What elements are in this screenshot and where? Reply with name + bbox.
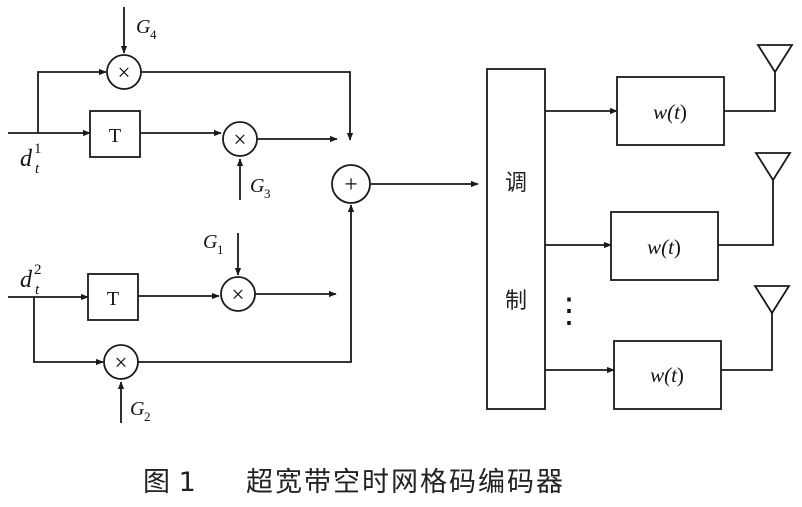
input-d1-lines: [8, 68, 107, 137]
modulator-char-2: 制: [505, 289, 527, 314]
multiply-symbol-g3: ×: [234, 127, 247, 152]
g2-to-adder-bus: [138, 204, 355, 363]
pulse-block-3: w(t): [613, 340, 722, 410]
d2-superscript: 2: [34, 262, 42, 278]
g4-base: G: [136, 16, 151, 38]
ellipsis-dots: ⋮: [552, 293, 586, 330]
g3-base: G: [250, 175, 265, 197]
d2-base: d: [20, 267, 33, 293]
figure-number: 图 1: [143, 467, 196, 498]
multiply-symbol-g2: ×: [115, 350, 128, 375]
pulse-label-3: w(t): [650, 363, 684, 387]
input-label-d1: d 1 t: [20, 141, 42, 177]
multiplier-g2: ×: [103, 344, 139, 380]
pulse-block-1: w(t): [616, 76, 725, 146]
modulator-block: 调 制: [486, 68, 546, 410]
antenna-icon: [718, 152, 792, 246]
input-d2-lines: [8, 293, 104, 366]
modulator-char-1: 调: [505, 171, 527, 196]
gain-label-g1: G 1: [203, 231, 224, 257]
multiplier-g1: ×: [220, 276, 256, 312]
g4-subscript: 4: [150, 27, 157, 42]
multiply-symbol-g1: ×: [232, 282, 245, 307]
g1-subscript: 1: [217, 242, 224, 257]
delay-label-upper: T: [109, 125, 121, 147]
delay-block-upper: T: [89, 110, 141, 158]
pulse-label-2: w(t): [647, 235, 681, 259]
delay-label-lower: T: [107, 288, 119, 310]
antenna-icon: [721, 285, 791, 371]
d1-base: d: [20, 146, 33, 172]
gain-label-g4: G 4: [136, 16, 157, 42]
gain-label-g2: G 2: [130, 398, 151, 424]
gain-label-g3: G 3: [250, 175, 271, 201]
adder: +: [331, 164, 371, 204]
pulse-block-2: w(t): [610, 211, 719, 281]
g4-to-adder-line: [141, 71, 354, 141]
figure-title: 超宽带空时网格码编码器: [246, 467, 565, 498]
g1-base: G: [203, 231, 218, 253]
input-label-d2: d 2 t: [20, 262, 42, 298]
multiply-symbol-g4: ×: [118, 60, 131, 85]
d2-subscript: t: [35, 282, 40, 298]
d1-subscript: t: [35, 161, 40, 177]
antenna-icon: [724, 44, 794, 112]
g2-subscript: 2: [144, 409, 151, 424]
pulse-label-1: w(t): [653, 100, 687, 124]
g3-subscript: 3: [264, 186, 271, 201]
figure-caption: 图 1 超宽带空时网格码编码器: [143, 467, 565, 498]
multiplier-g3: ×: [222, 121, 258, 157]
multiplier-g4: ×: [106, 54, 142, 90]
d1-superscript: 1: [34, 141, 42, 157]
g2-base: G: [130, 398, 145, 420]
delay-block-lower: T: [87, 273, 139, 321]
adder-symbol: +: [344, 172, 358, 198]
